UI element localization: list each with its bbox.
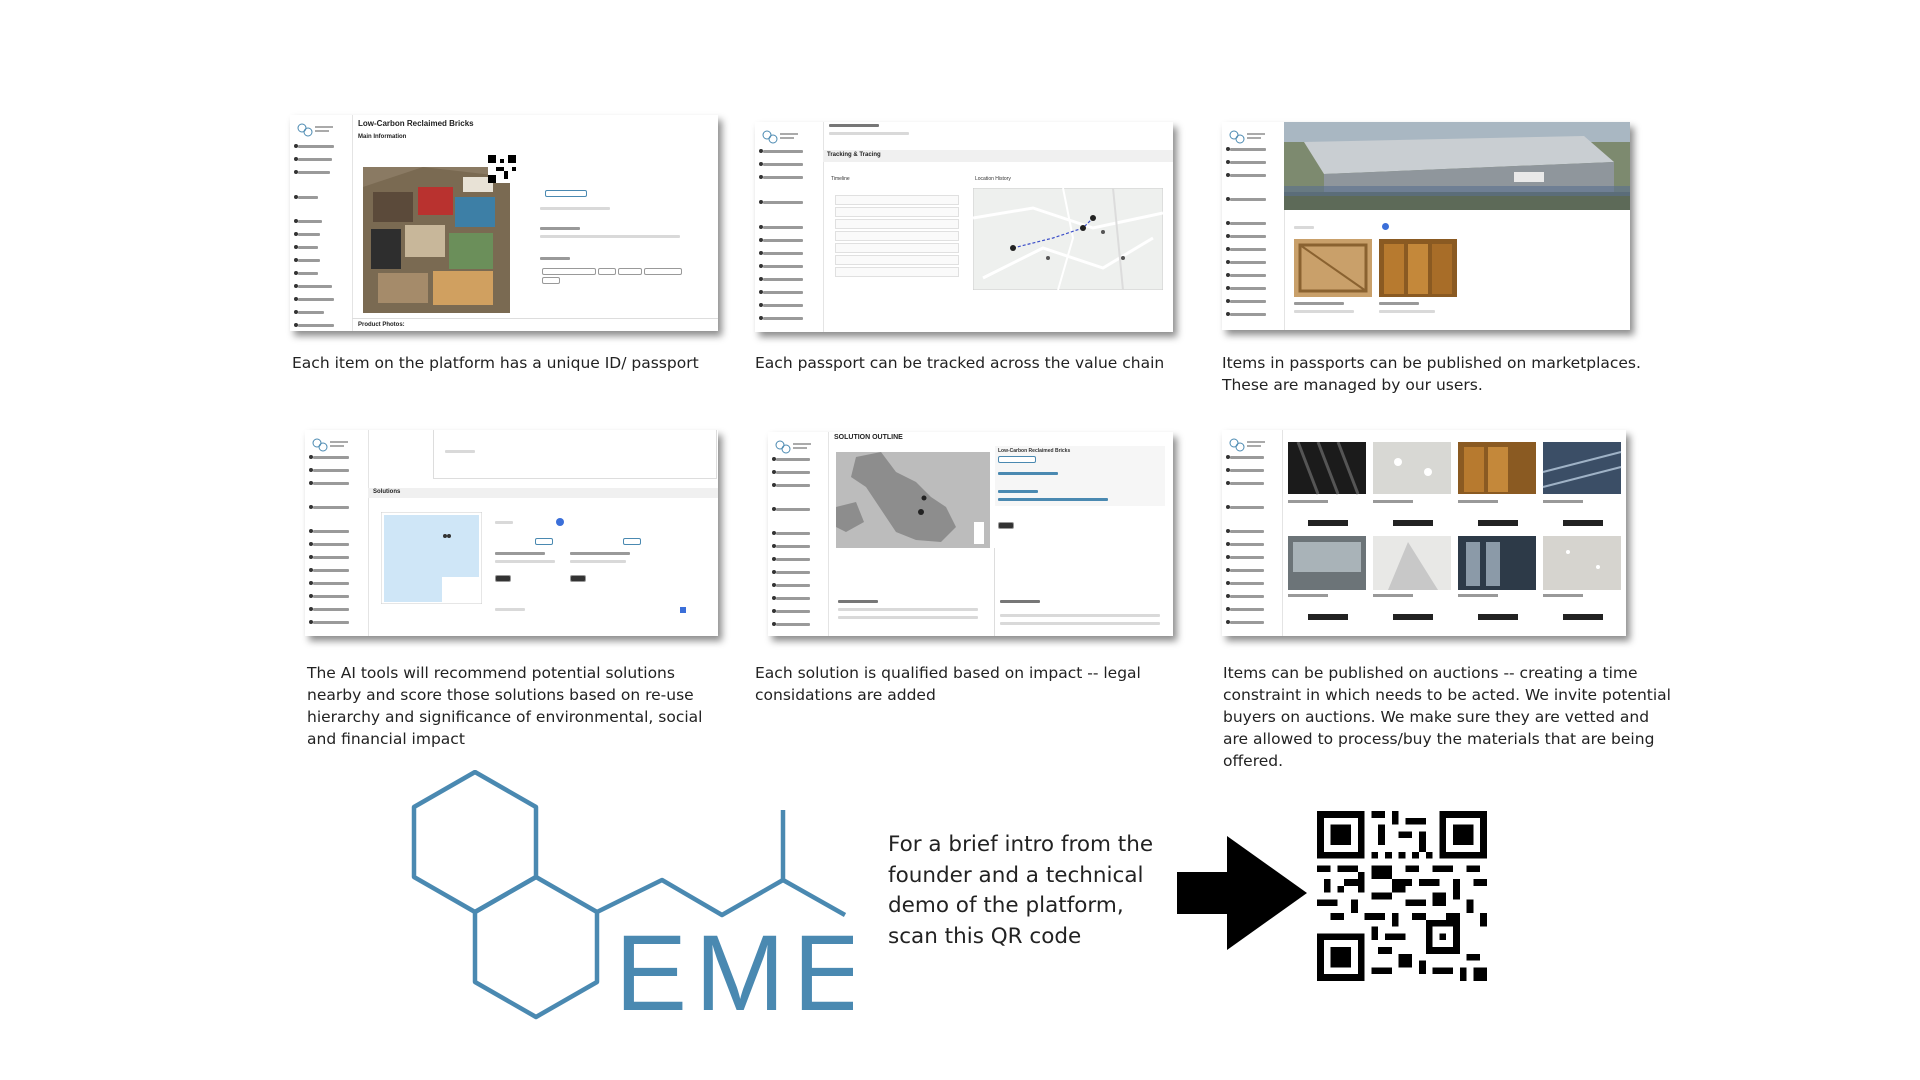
section-product-photos: Product Photos:	[358, 322, 405, 328]
platform-logo-icon	[1229, 438, 1265, 452]
screenshot-tracking: Tracking & Tracing Timeline Location His…	[755, 122, 1173, 332]
sidebar	[1222, 430, 1283, 636]
solution-card-title: Low-Carbon Reclaimed Bricks	[998, 448, 1071, 454]
section-solutions: Solutions	[373, 489, 401, 495]
crate-photo	[1294, 239, 1372, 297]
item-title: Low-Carbon Reclaimed Bricks	[358, 119, 474, 128]
screenshot-item-passport: Low-Carbon Reclaimed Bricks Main Informa…	[290, 115, 718, 331]
sidebar	[755, 122, 824, 332]
platform-logo-icon	[762, 130, 798, 144]
solutions-map	[381, 512, 482, 604]
sidebar	[768, 432, 829, 636]
arrow-right-icon	[1177, 836, 1307, 950]
platform-logo-icon	[1229, 130, 1265, 144]
section-main-information: Main Information	[358, 134, 407, 140]
passport-qr-icon	[488, 155, 516, 183]
caption-auctions: Items can be published on auctions -- cr…	[1223, 664, 1671, 770]
warehouse-banner	[1284, 122, 1630, 210]
section-tracking: Tracking & Tracing	[827, 152, 881, 158]
platform-logo-icon	[297, 123, 333, 137]
platform-logo-icon	[775, 440, 811, 454]
timeline-label: Timeline	[831, 176, 850, 182]
screenshot-marketplace	[1222, 122, 1630, 330]
sidebar	[305, 430, 369, 636]
caption-tracking: Each passport can be tracked across the …	[755, 354, 1165, 372]
logo-text: EME	[615, 912, 853, 1030]
caption-marketplaces: Items in passports can be published on m…	[1222, 354, 1641, 394]
solution-outline-title: SOLUTION OUTLINE	[834, 434, 903, 441]
sidebar	[290, 115, 353, 331]
caption-unique-id: Each item on the platform has a unique I…	[292, 354, 699, 372]
screenshot-solutions: Solutions	[305, 430, 718, 636]
panels-photo	[1379, 239, 1457, 297]
qr-intro-text: For a brief intro from the founder and a…	[888, 832, 1154, 949]
location-map	[973, 188, 1163, 290]
caption-ai-tools: The AI tools will recommend potential so…	[307, 664, 703, 748]
platform-logo-icon	[312, 438, 348, 452]
uk-map	[836, 452, 990, 548]
caption-qualified-impact: Each solution is qualified based on impa…	[755, 664, 1141, 704]
bricks-photo	[363, 167, 510, 313]
eme-logo: EME	[411, 770, 853, 1030]
auction-grid	[1288, 442, 1622, 620]
qr-code-icon[interactable]	[1317, 811, 1487, 981]
sidebar	[1222, 122, 1285, 330]
screenshot-auctions	[1222, 430, 1626, 636]
location-history-label: Location History	[975, 176, 1011, 182]
screenshot-solution-outline: SOLUTION OUTLINE Low-Carbon Reclaimed Br…	[768, 432, 1173, 636]
